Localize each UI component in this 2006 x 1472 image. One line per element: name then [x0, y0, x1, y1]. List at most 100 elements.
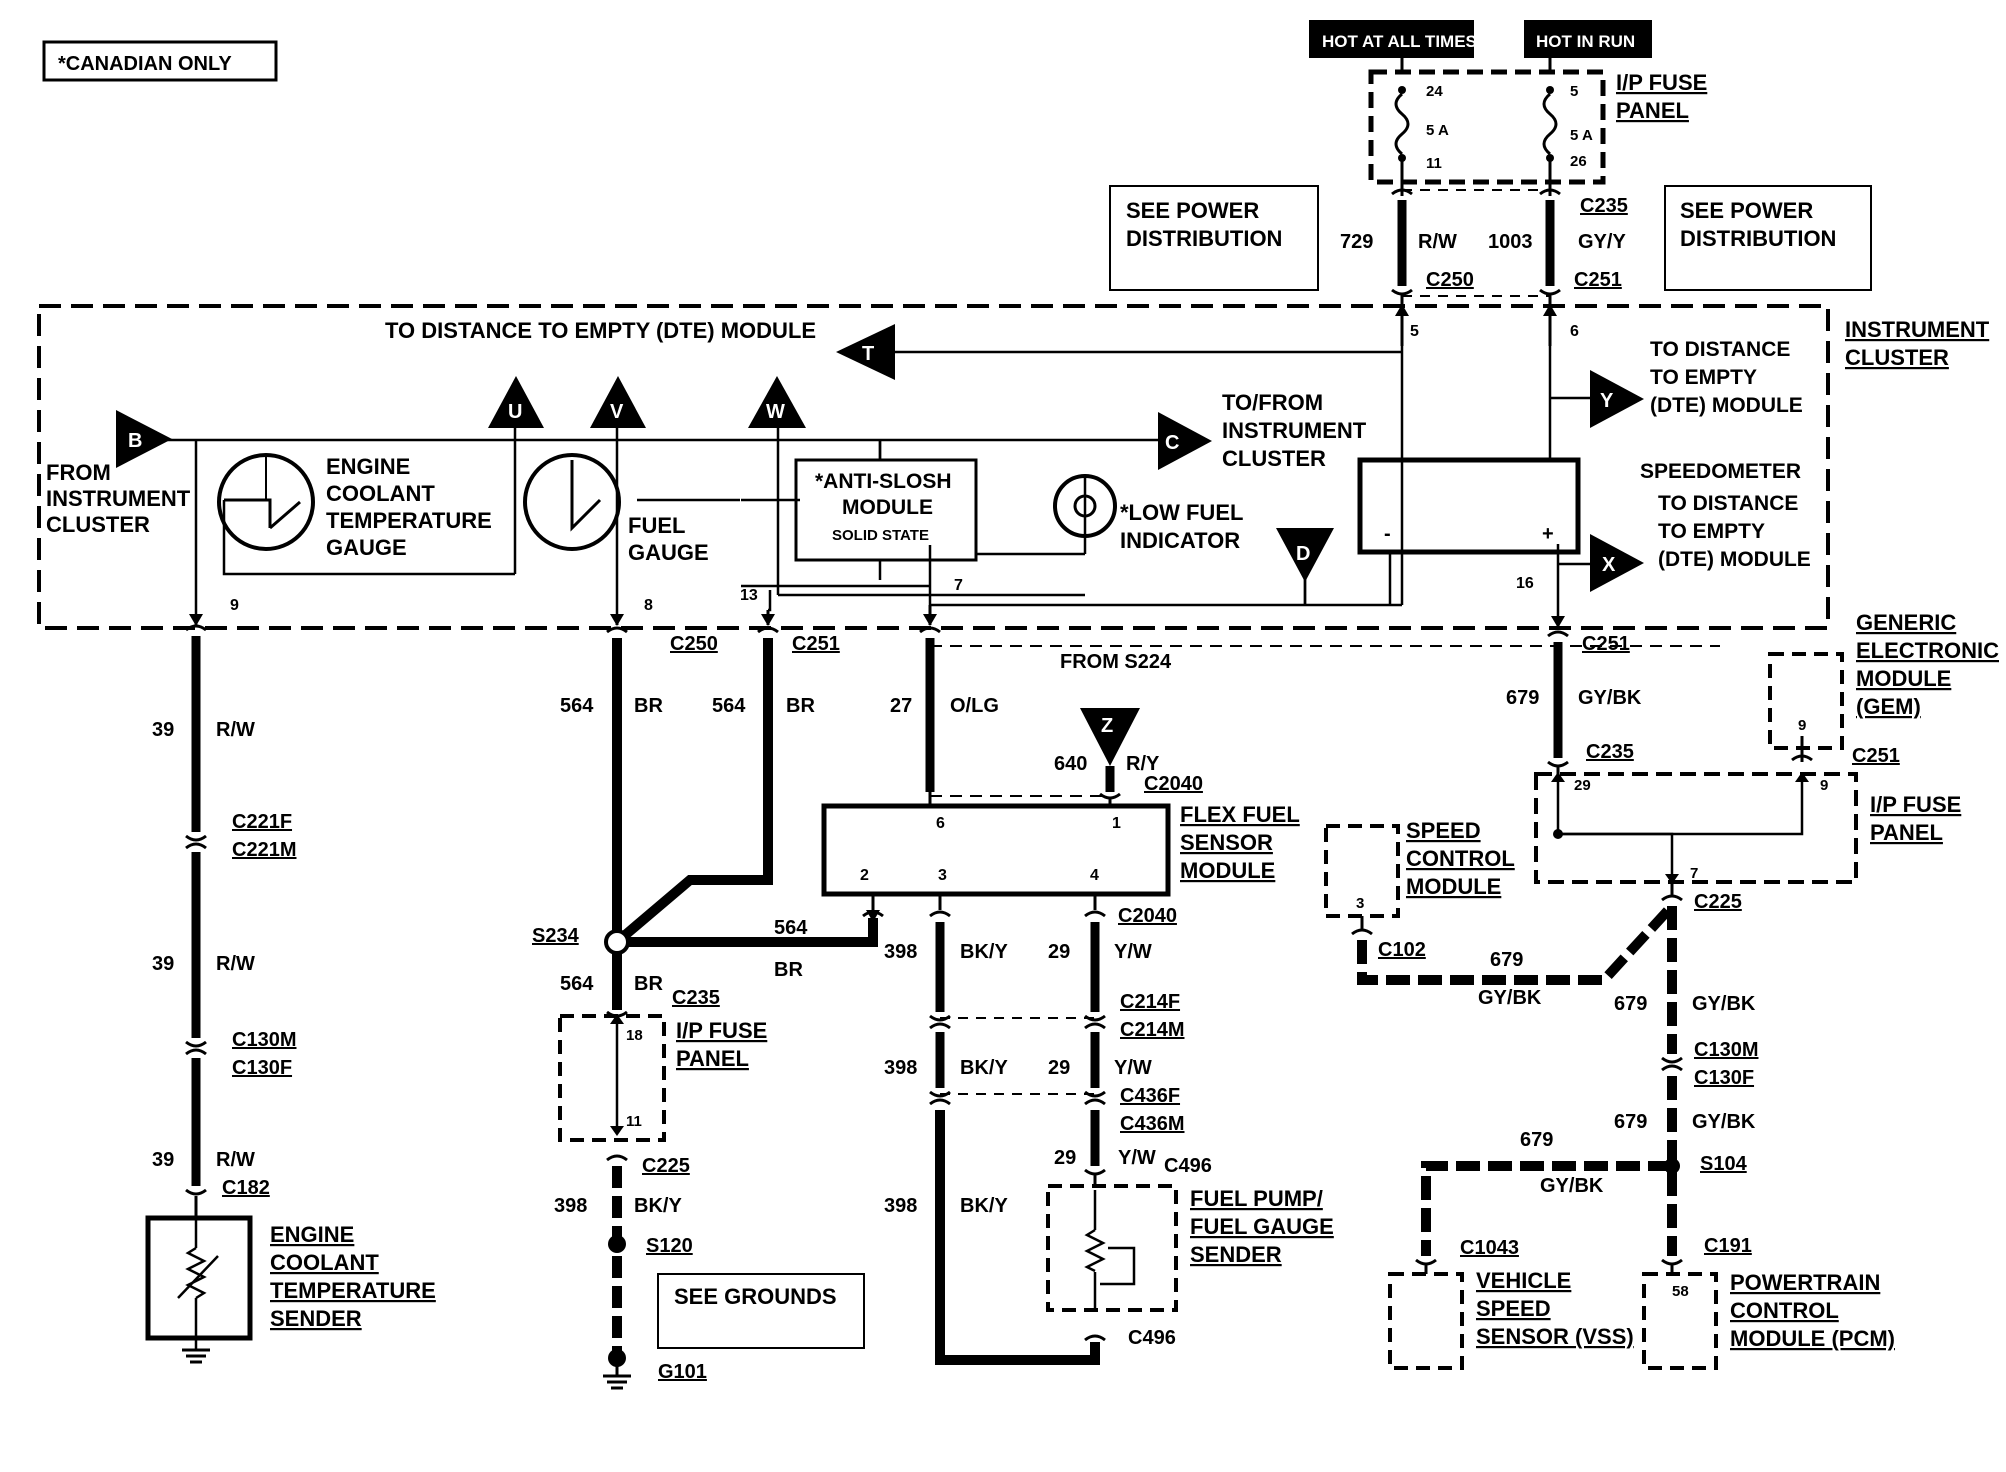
- ects-label-1: ENGINE: [270, 1222, 354, 1247]
- pcm-pin-label: 58: [1672, 1283, 1689, 1300]
- ffsm-pin-1: 1: [1112, 815, 1121, 832]
- c225-mid-label: C225: [642, 1155, 690, 1177]
- c2040-top-label: C2040: [1144, 773, 1203, 795]
- c251-right-label: C251: [1852, 745, 1900, 767]
- ip-fuse-panel-mid-label-2: PANEL: [676, 1046, 749, 1071]
- c221f-label: C221F: [232, 811, 292, 833]
- hot-at-all-times-header: HOT AT ALL TIMES: [1309, 20, 1477, 58]
- wire-398-label-d: 398: [884, 1195, 917, 1217]
- wire-39-label-a: 39: [152, 719, 174, 741]
- c496-top-label: C496: [1164, 1155, 1212, 1177]
- ip-fuse-panel-top: 24 5 A 11 5 5 A 26: [1368, 58, 1606, 185]
- c251-mid-label: C251: [792, 633, 840, 655]
- wire-gybk-label-e: GY/BK: [1540, 1175, 1604, 1197]
- wire-398-label-b: 398: [884, 941, 917, 963]
- see-power-left-line1: SEE POWER: [1126, 198, 1259, 223]
- s104-label: S104: [1700, 1153, 1748, 1175]
- top-feed-wires: [1391, 158, 1561, 346]
- c130m-left-label: C130M: [232, 1029, 296, 1051]
- wire-br-label-d: BR: [774, 959, 803, 981]
- hot-in-run-header: HOT IN RUN: [1524, 20, 1652, 58]
- wire-679-label-a: 679: [1506, 687, 1539, 709]
- generic-electronic-module: [1768, 652, 1844, 750]
- c235-right-label: C235: [1586, 741, 1634, 763]
- wire-bky-label-b: BK/Y: [960, 941, 1008, 963]
- wire-rw-top-label: R/W: [1418, 231, 1457, 253]
- wire-679-label-c: 679: [1614, 993, 1647, 1015]
- gem-pin-label: 9: [1798, 717, 1806, 734]
- to-from-cluster-label-2: INSTRUMENT: [1222, 418, 1367, 443]
- wire-br-label-b: BR: [786, 695, 815, 717]
- ect-gauge-label-1: ENGINE: [326, 454, 410, 479]
- marker-d: D: [1276, 528, 1334, 582]
- s120-label: S120: [646, 1235, 693, 1257]
- c214m-label: C214M: [1120, 1019, 1184, 1041]
- ffsm-label-3: MODULE: [1180, 858, 1275, 883]
- hot-at-all-times-label: HOT AT ALL TIMES: [1322, 32, 1477, 51]
- c250-top-label: C250: [1426, 269, 1474, 291]
- wire-rw-label-c: R/W: [216, 1149, 255, 1171]
- wire-bky-label-c: BK/Y: [960, 1057, 1008, 1079]
- low-fuel-label-2: INDICATOR: [1120, 528, 1240, 553]
- c235-mid-label: C235: [672, 987, 720, 1009]
- wire-398-label-a: 398: [554, 1195, 587, 1217]
- fuse-left-top-pin: 24: [1426, 83, 1443, 100]
- pin-16-label: 16: [1516, 575, 1534, 592]
- from-s224-label: FROM S224: [1060, 651, 1172, 673]
- gem-label-1: GENERIC: [1856, 610, 1956, 635]
- wire-398-29-run: [871, 894, 1106, 1365]
- pin-7r-label: 7: [1690, 865, 1698, 882]
- wire-br-label-c: BR: [634, 973, 663, 995]
- ects-label-4: SENDER: [270, 1306, 362, 1331]
- marker-v: V: [590, 376, 646, 428]
- pin-9-label: 9: [230, 597, 239, 614]
- c225-right-label: C225: [1694, 891, 1742, 913]
- c1043-label: C1043: [1460, 1237, 1519, 1259]
- ip-fuse-panel-right-label-1: I/P FUSE: [1870, 792, 1961, 817]
- scm-label-3: MODULE: [1406, 874, 1501, 899]
- s234-label: S234: [532, 925, 580, 947]
- wire-39-run: [185, 615, 207, 1218]
- fuel-pump-gauge-sender: [1046, 1184, 1178, 1312]
- speedometer-plus: +: [1542, 523, 1554, 545]
- pin-6-label: 6: [1570, 323, 1579, 340]
- fuel-gauge-label-1: FUEL: [628, 513, 685, 538]
- ects-label-3: TEMPERATURE: [270, 1278, 436, 1303]
- see-grounds-label: SEE GROUNDS: [674, 1284, 837, 1309]
- engine-coolant-temperature-gauge: [217, 453, 315, 551]
- ip-fuse-panel-top-label-2: PANEL: [1616, 98, 1689, 123]
- c436m-label: C436M: [1120, 1113, 1184, 1135]
- pin-5-label: 5: [1410, 323, 1419, 340]
- wire-564-label-a: 564: [560, 695, 594, 717]
- pcm-label-1: POWERTRAIN: [1730, 1270, 1880, 1295]
- pin-13-label: 13: [740, 587, 758, 604]
- from-cluster-label-3: CLUSTER: [46, 512, 150, 537]
- wire-gybk-label-a: GY/BK: [1578, 687, 1642, 709]
- see-power-left-line2: DISTRIBUTION: [1126, 226, 1282, 251]
- see-power-distribution-right: SEE POWER DISTRIBUTION: [1664, 185, 1872, 291]
- c235-top-label: C235: [1580, 195, 1628, 217]
- instrument-cluster-label-2: CLUSTER: [1845, 345, 1949, 370]
- to-dte-y-label-1: TO DISTANCE: [1650, 338, 1790, 361]
- ip-fuse-panel-mid: [558, 1014, 666, 1142]
- wire-29-label-c: 29: [1054, 1147, 1076, 1169]
- scm-pin-label: 3: [1356, 895, 1364, 912]
- to-from-cluster-label-3: CLUSTER: [1222, 446, 1326, 471]
- c436f-label: C436F: [1120, 1085, 1180, 1107]
- to-from-cluster-label-1: TO/FROM: [1222, 390, 1323, 415]
- wire-679-label-b: 679: [1490, 949, 1523, 971]
- fuse-right-rating: 5 A: [1570, 127, 1593, 144]
- c182-label: C182: [222, 1177, 270, 1199]
- ffsm-pin-2: 2: [860, 867, 869, 884]
- to-dte-y-label-2: TO EMPTY: [1650, 366, 1757, 389]
- ffsm-label-1: FLEX FUEL: [1180, 802, 1300, 827]
- marker-x-label: X: [1602, 554, 1616, 576]
- speedometer-label: SPEEDOMETER: [1640, 460, 1801, 483]
- wire-gybk-label-b: GY/BK: [1478, 987, 1542, 1009]
- pin-11-label: 11: [626, 1113, 642, 1130]
- wire-564-label-d: 564: [774, 917, 808, 939]
- c221m-label: C221M: [232, 839, 296, 861]
- fuse-left-bottom-pin: 11: [1426, 155, 1442, 172]
- c130f-right-label: C130F: [1694, 1067, 1754, 1089]
